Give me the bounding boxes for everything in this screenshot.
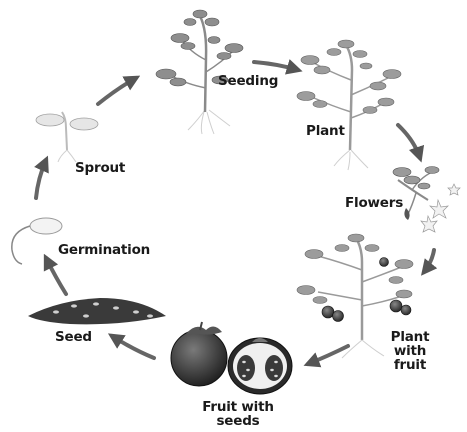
- flower-blossom: [421, 184, 460, 232]
- fruit-with-seeds-illustration: [171, 322, 292, 394]
- stage-label-plant: Plant: [306, 124, 345, 138]
- stage-label-seed: Seed: [55, 330, 92, 344]
- arrow-fruit-plant-to-fruit: [308, 346, 348, 364]
- arrow-sprout-to-seeding: [98, 78, 136, 104]
- arrow-seeding-to-plant: [254, 62, 298, 70]
- stage-label-flowers: Flowers: [345, 196, 403, 210]
- stage-label-fruit-with-seeds: Fruit with seeds: [200, 400, 276, 428]
- arrow-flowers-to-fruit-plant: [424, 250, 434, 272]
- arrow-fruit-to-seed: [112, 336, 154, 358]
- arrow-plant-to-flowers: [398, 125, 420, 158]
- stage-label-sprout: Sprout: [75, 161, 125, 175]
- seed-pile-illustration: [28, 298, 166, 324]
- arrow-germination-to-sprout: [36, 160, 46, 198]
- stage-label-plant-with-fruit: Plant with fruit: [374, 330, 446, 372]
- sprout-illustration: [36, 112, 98, 162]
- arrow-seed-to-germination: [46, 258, 66, 294]
- flowers-illustration: [393, 167, 460, 233]
- germination-illustration: [12, 218, 62, 264]
- plant-illustration: [297, 40, 401, 170]
- stage-label-seeding: Seeding: [218, 74, 278, 88]
- stage-label-germination: Germination: [58, 243, 150, 257]
- seeding-illustration: [156, 10, 243, 134]
